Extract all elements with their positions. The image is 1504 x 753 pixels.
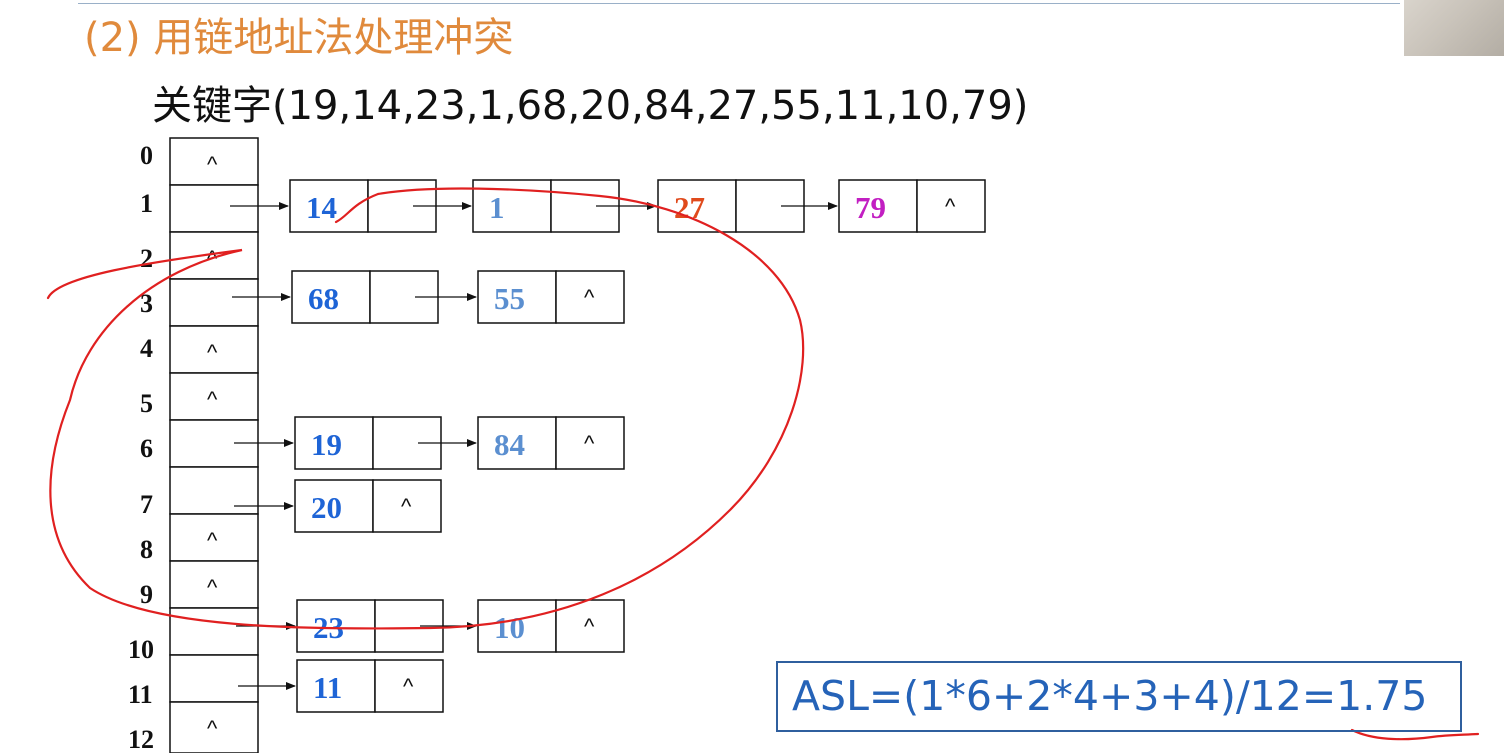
node-pointer-cell-20	[372, 479, 442, 533]
bucket-cell-12	[169, 701, 259, 753]
node-null-20: ^	[401, 494, 412, 519]
bucket-cell-3	[169, 278, 259, 327]
node-value-cell-23	[296, 599, 376, 653]
bucket-null-4: ^	[207, 340, 218, 365]
presenter-video-thumbnail	[1404, 0, 1504, 56]
node-null-11: ^	[403, 674, 414, 699]
asl-formula-box: ASL=(1*6+2*4+3+4)/12=1.75	[776, 661, 1462, 732]
bucket-array: ^^^^^^^	[169, 137, 259, 753]
index-label-1: 1	[140, 189, 153, 218]
index-label-10: 10	[128, 635, 154, 664]
bucket-cell-9	[169, 560, 259, 609]
bucket-cell-10	[169, 607, 259, 656]
node-value-27: 27	[674, 190, 705, 225]
node-pointer-cell-79	[916, 179, 986, 233]
index-label-9: 9	[140, 580, 153, 609]
node-null-79: ^	[945, 194, 956, 219]
bucket-cell-5	[169, 372, 259, 421]
bucket-null-12: ^	[207, 716, 218, 741]
index-label-0: 0	[140, 141, 153, 170]
index-label-4: 4	[140, 334, 153, 363]
bucket-null-0: ^	[207, 152, 218, 177]
ink-annotations	[46, 187, 1480, 741]
bucket-cell-8	[169, 513, 259, 562]
node-value-cell-84	[477, 416, 557, 470]
index-label-3: 3	[140, 289, 153, 318]
slide-heading: (2) 用链地址法处理冲突	[84, 15, 514, 61]
bucket-cell-11	[169, 654, 259, 703]
keys-line: 关键字(19,14,23,1,68,20,84,27,55,11,10,79)	[152, 83, 1029, 129]
node-value-11: 11	[313, 670, 342, 705]
bucket-null-5: ^	[207, 387, 218, 412]
index-label-11: 11	[128, 680, 153, 709]
node-null-55: ^	[584, 285, 595, 310]
node-value-14: 14	[306, 190, 337, 225]
node-value-19: 19	[311, 427, 342, 462]
index-label-6: 6	[140, 434, 153, 463]
bucket-null-9: ^	[207, 575, 218, 600]
bucket-cell-2	[169, 231, 259, 280]
node-value-cell-19	[294, 416, 374, 470]
node-value-20: 20	[311, 490, 342, 525]
node-value-cell-20	[294, 479, 374, 533]
bucket-cell-7	[169, 466, 259, 515]
bucket-cell-0	[169, 137, 259, 186]
ink-underline-stroke	[1350, 728, 1480, 741]
node-null-84: ^	[584, 431, 595, 456]
index-label-2: 2	[140, 244, 153, 273]
node-value-cell-11	[296, 659, 376, 713]
node-value-84: 84	[494, 427, 525, 462]
node-value-79: 79	[855, 190, 886, 225]
node-value-cell-27	[657, 179, 737, 233]
bucket-null-8: ^	[207, 528, 218, 553]
node-value-1: 1	[489, 190, 505, 225]
node-value-68: 68	[308, 281, 339, 316]
index-label-12: 12	[128, 725, 154, 753]
node-value-cell-55	[477, 270, 557, 324]
index-label-5: 5	[140, 389, 153, 418]
bucket-cell-4	[169, 325, 259, 374]
bucket-cell-1	[169, 184, 259, 233]
index-label-8: 8	[140, 535, 153, 564]
node-value-55: 55	[494, 281, 525, 316]
node-pointer-cell-11	[374, 659, 444, 713]
top-rule	[78, 3, 1400, 4]
node-value-10: 10	[494, 610, 525, 645]
index-label-7: 7	[140, 490, 153, 519]
node-pointer-cell-84	[555, 416, 625, 470]
node-null-10: ^	[584, 614, 595, 639]
node-pointer-cell-55	[555, 270, 625, 324]
ink-circle-stroke	[46, 187, 805, 630]
